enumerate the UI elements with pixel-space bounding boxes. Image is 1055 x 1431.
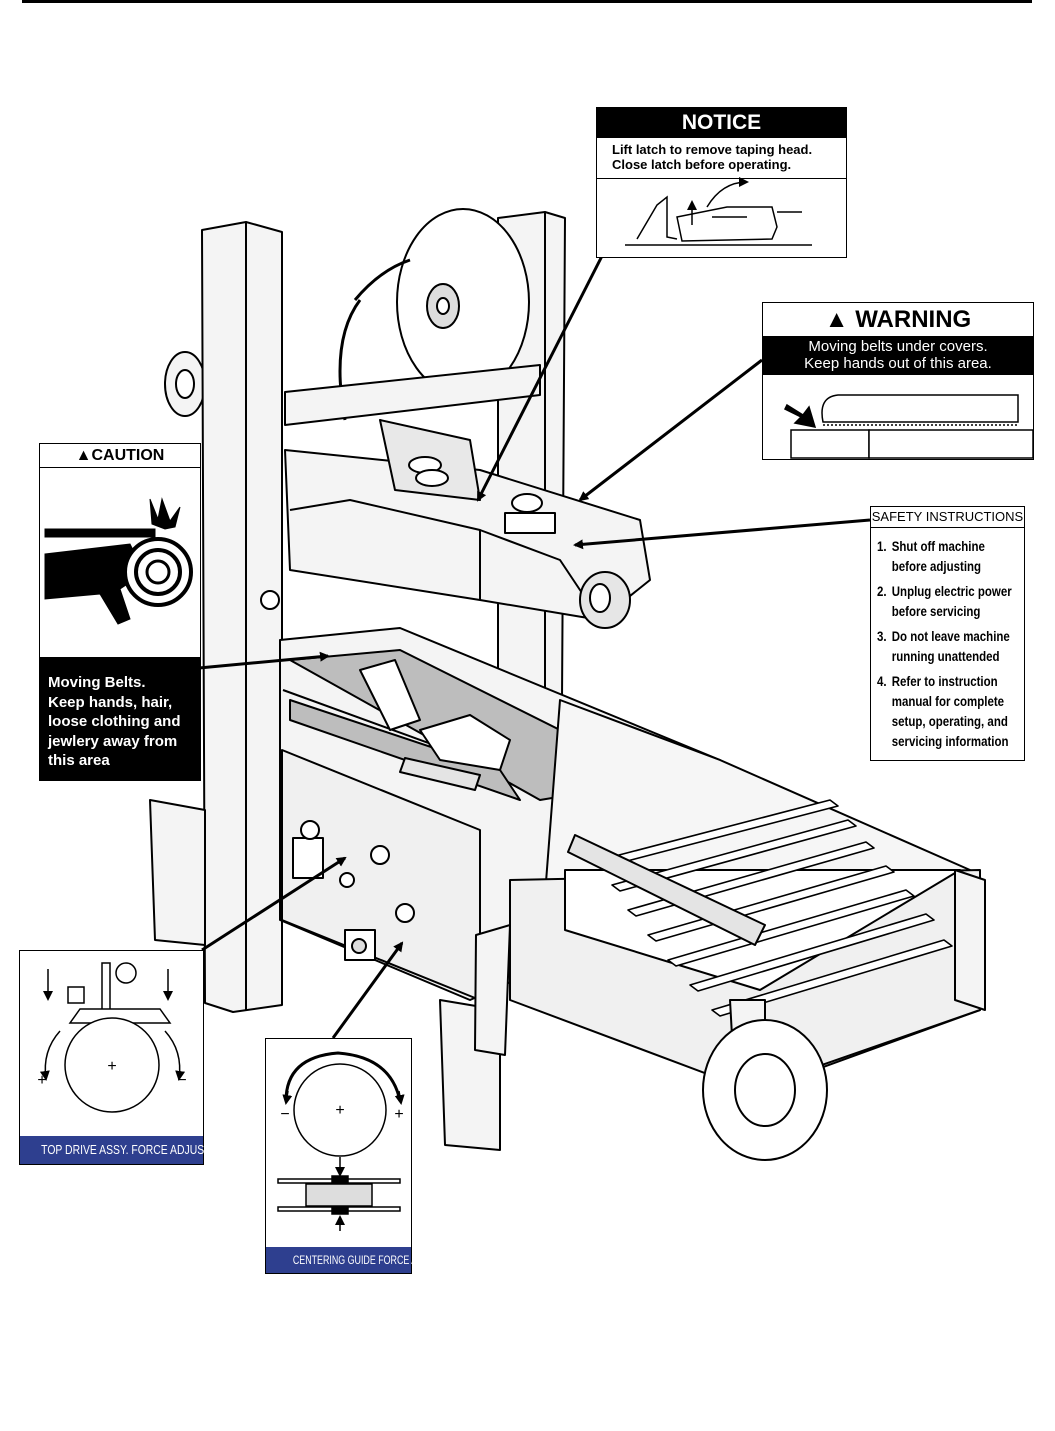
- centering-caption: CENTERING GUIDE FORCE ADJUST: [266, 1247, 446, 1273]
- warning-triangle-icon: ▲: [824, 306, 849, 333]
- safety-item: 3. Do not leave machine running unattende…: [877, 626, 1021, 666]
- safety-item-line: Shut off machine: [891, 538, 985, 554]
- caution-leader-arrow: [198, 651, 330, 670]
- latch-diagram: [625, 177, 812, 246]
- centering-left-sign: −: [280, 1106, 289, 1123]
- notice-leader-arrow: [476, 255, 604, 502]
- caution-label: ▲CAUTION Moving Belts. Keep hands, hair,…: [39, 443, 201, 781]
- caution-header: ▲CAUTION: [40, 444, 200, 468]
- centering-leader-arrow: [331, 941, 404, 1039]
- caution-line-2: Keep hands, hair,: [48, 693, 173, 711]
- top-drive-diagram: + + −: [37, 962, 187, 1113]
- top-drive-caption-text: TOP DRIVE ASSY. FORCE ADJUST: [41, 1142, 211, 1157]
- safety-item-line: manual for complete: [891, 693, 1005, 709]
- warning-header: ▲ WARNING: [763, 303, 1033, 336]
- caution-line-1: Moving Belts.: [48, 674, 146, 691]
- top-drive-right-sign: −: [177, 1072, 186, 1089]
- centering-center-mark: +: [335, 1102, 344, 1119]
- belt-pinch-diagram: [783, 394, 1033, 459]
- safety-item-line: running unattended: [891, 648, 1000, 664]
- safety-item: 4. Refer to instruction manual for comple…: [877, 671, 1021, 751]
- safety-title: SAFETY INSTRUCTIONS: [871, 507, 1024, 528]
- safety-list: 1. Shut off machine before adjusting 2. U…: [871, 528, 1024, 751]
- safety-item-line: Refer to instruction: [891, 673, 998, 689]
- warning-leader-arrow: [578, 358, 763, 502]
- caution-line-5: this area: [48, 752, 110, 769]
- notice-line-1: Lift latch to remove taping head.: [612, 142, 813, 157]
- top-drive-force-label: + + − TOP DRIVE ASSY. FORCE ADJUST: [19, 950, 211, 1165]
- safety-item-line: Unplug electric power: [891, 583, 1012, 599]
- top-drive-left-sign: +: [37, 1072, 46, 1089]
- safety-item-line: servicing information: [891, 733, 1009, 749]
- safety-item-line: before adjusting: [891, 558, 982, 574]
- safety-item-number: 1.: [877, 538, 887, 554]
- caution-line-3: loose clothing and: [48, 713, 181, 730]
- warning-label: ▲ WARNING Moving belts under covers. Kee…: [762, 302, 1034, 460]
- safety-item-line: setup, operating, and: [891, 713, 1008, 729]
- safety-item-number: 4.: [877, 673, 887, 689]
- warning-line-2: Keep hands out of this area.: [804, 355, 992, 372]
- notice-line-2: Close latch before operating.: [612, 157, 792, 172]
- caution-text: Moving Belts. Keep hands, hair, loose cl…: [40, 657, 200, 780]
- warning-line-1: Moving belts under covers.: [808, 338, 988, 355]
- safety-item: 1. Shut off machine before adjusting: [877, 536, 1021, 576]
- centering-right-sign: +: [394, 1106, 403, 1123]
- notice-text: Lift latch to remove taping head. Close …: [597, 138, 846, 179]
- notice-label: NOTICE Lift latch to remove taping head.…: [596, 107, 847, 258]
- top-drive-center-mark: +: [107, 1058, 116, 1075]
- caution-title: CAUTION: [91, 447, 165, 464]
- notice-title: NOTICE: [597, 108, 846, 138]
- caution-line-4: jewlery away from: [48, 732, 178, 750]
- top-rule: [22, 0, 1032, 3]
- safety-item-line: Do not leave machine: [891, 628, 1010, 644]
- warning-text: Moving belts under covers. Keep hands ou…: [763, 336, 1033, 375]
- centering-caption-text: CENTERING GUIDE FORCE ADJUST: [292, 1253, 446, 1267]
- centering-guide-diagram: + − +: [277, 1051, 405, 1231]
- centering-guide-force-label: + − + CENTERING GUIDE FORCE ADJUST: [265, 1038, 446, 1274]
- safety-item: 2. Unplug electric power before servicing: [877, 581, 1021, 621]
- hand-belt-pictogram: [44, 497, 193, 625]
- safety-leader-arrow: [573, 518, 871, 550]
- top-drive-caption: TOP DRIVE ASSY. FORCE ADJUST: [20, 1136, 211, 1164]
- safety-item-number: 3.: [877, 628, 887, 644]
- safety-item-number: 2.: [877, 583, 887, 599]
- safety-instructions-label: SAFETY INSTRUCTIONS 1. Shut off machine b…: [870, 506, 1025, 761]
- warning-title: WARNING: [855, 306, 972, 333]
- caution-triangle-icon: ▲: [75, 447, 92, 464]
- topdrive-leader-arrow: [201, 856, 347, 952]
- safety-item-line: before servicing: [891, 603, 981, 619]
